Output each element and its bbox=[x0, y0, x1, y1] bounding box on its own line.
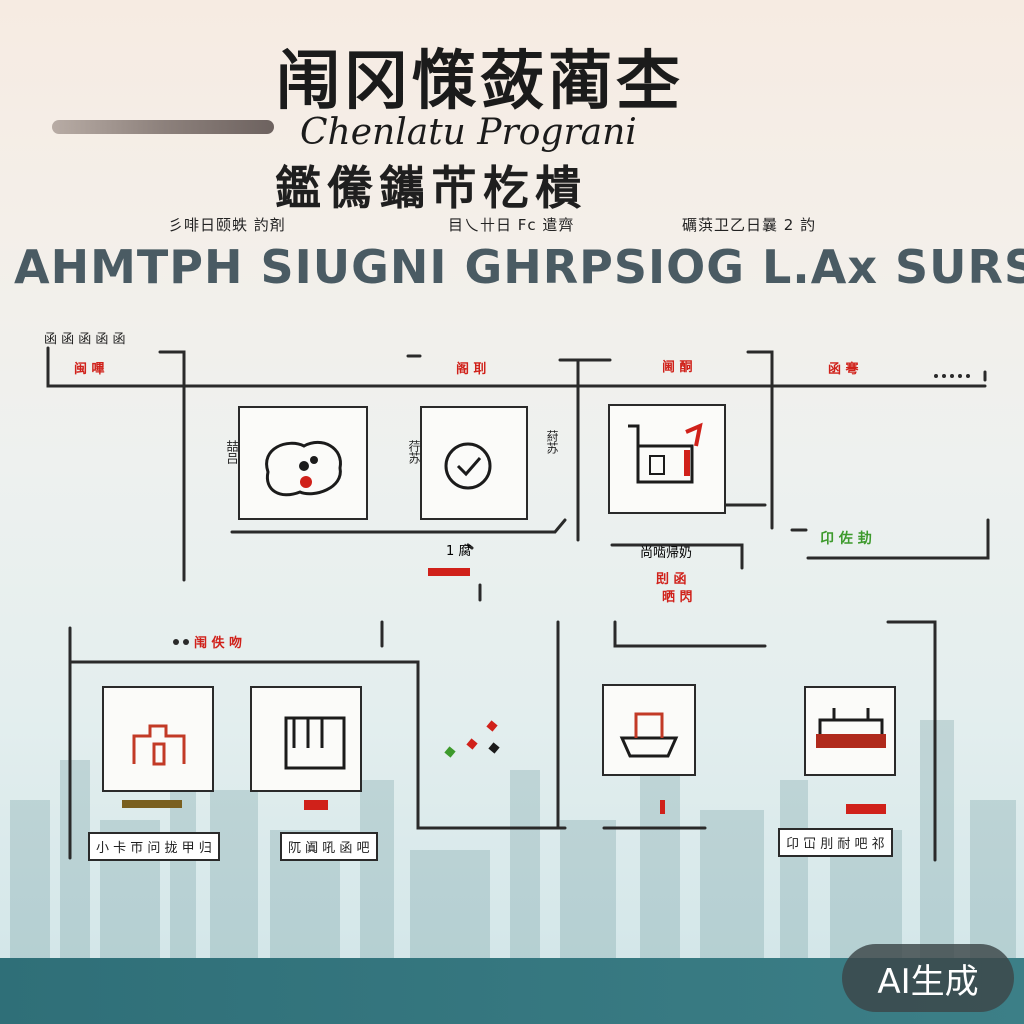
caption-gate: 小 卡 帀 问 拢 甲 归 bbox=[88, 832, 220, 861]
node-ship[interactable] bbox=[602, 684, 696, 776]
gate-underline bbox=[122, 800, 182, 808]
building-icon bbox=[284, 716, 346, 770]
tag-row2-left: 闱 佚 吻 bbox=[194, 636, 243, 651]
node-gate[interactable] bbox=[102, 686, 214, 792]
node-caption-center: 1 腐 bbox=[446, 544, 472, 559]
page-title-chinese: 闱冈憡蔹蔺杢 bbox=[276, 44, 684, 119]
caption-temple: 卬 冚 刖 耐 吧 祁 bbox=[778, 828, 893, 857]
side-label-3: 葤苏 bbox=[545, 430, 559, 454]
tag-row1-c: 阃 酮 bbox=[662, 360, 693, 375]
mascot-icon bbox=[265, 440, 342, 497]
tag-machine-b: 晒 閃 bbox=[662, 590, 693, 605]
brush-stroke-decoration bbox=[52, 120, 274, 134]
building-tag bbox=[304, 800, 328, 810]
corner-label: 函 函 函 函 函 bbox=[44, 332, 126, 347]
side-label-1: 喆吕 bbox=[225, 440, 239, 464]
tag-green: 卬 佐 劸 bbox=[820, 531, 872, 547]
node-checkmark[interactable] bbox=[420, 406, 528, 520]
temple-icon bbox=[816, 708, 886, 748]
caption-left: 彡啡日颐蛈 訋剤 bbox=[168, 216, 286, 234]
caption-right: 礪葓卫乙日曩 2 訋 bbox=[682, 216, 817, 234]
tag-row1-d: 函 弿 bbox=[828, 362, 859, 377]
node-caption-machine: 尚啮帰奶 bbox=[640, 546, 693, 561]
banner-heading: AHMTPH SIUGNI GHRPSIOG L.Ax SURS bbox=[14, 240, 1024, 294]
check-circle-icon bbox=[444, 442, 492, 490]
caption-center: 目乀卄日 Fc 遣齊 bbox=[448, 216, 575, 234]
page-title-english: Chenlatu Prograni bbox=[300, 112, 637, 153]
ship-icon bbox=[619, 712, 679, 758]
tag-machine-a: 刡 函 bbox=[656, 572, 687, 587]
machine-icon bbox=[628, 422, 703, 484]
node-mascot[interactable] bbox=[238, 406, 368, 520]
gate-icon bbox=[132, 724, 186, 766]
caption-building: 阢 阗 吼 函 吧 bbox=[280, 832, 378, 861]
page-subtitle-chinese: 鑑儯鑴芇杚樻 bbox=[275, 161, 587, 215]
ai-generated-badge: AI生成 bbox=[842, 944, 1014, 1012]
tag-row1-a: 闽 嗶 bbox=[74, 362, 105, 377]
connector-lines bbox=[46, 346, 990, 862]
node-machine[interactable] bbox=[608, 404, 726, 514]
side-label-2: 荇苏 bbox=[407, 440, 421, 464]
temple-tag bbox=[846, 804, 886, 814]
node-temple[interactable] bbox=[804, 686, 896, 776]
tag-row1-b: 阁 刵 bbox=[456, 362, 487, 377]
node-building[interactable] bbox=[250, 686, 362, 792]
